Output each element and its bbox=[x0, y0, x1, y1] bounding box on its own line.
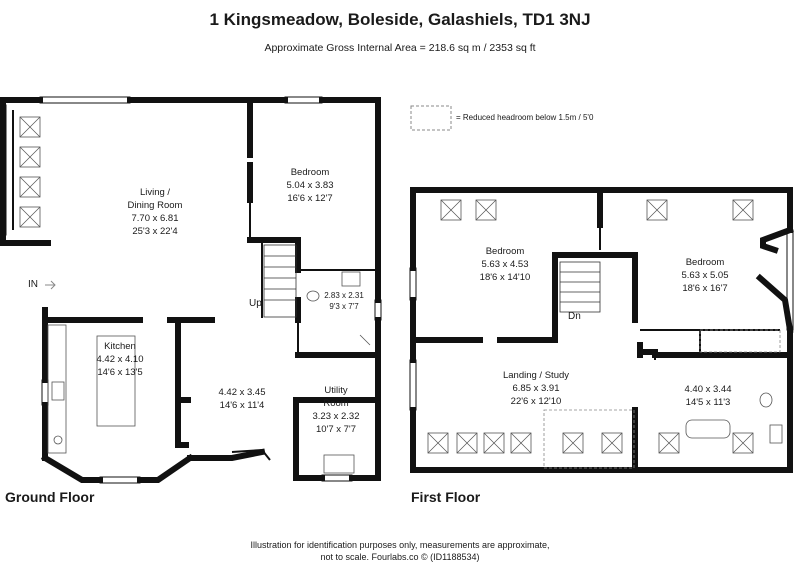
first-floor-label: First Floor bbox=[411, 489, 481, 505]
room-imperial: 14'6 x 13'5 bbox=[97, 367, 143, 378]
wc-fixtures bbox=[306, 271, 371, 474]
room-ground-wc: 2.83 x 2.31 9'3 x 7'7 bbox=[314, 291, 374, 312]
room-name-line1: Living / bbox=[139, 187, 171, 198]
disclaimer-line2: not to scale. Fourlabs.co © (ID1188534) bbox=[320, 552, 480, 562]
stairs-down-label: Dn bbox=[568, 311, 581, 322]
plan-title: 1 Kingsmeadow, Boleside, Galashiels, TD1… bbox=[209, 10, 591, 29]
room-utility: Utility Room 3.23 x 2.32 10'7 x 7'7 bbox=[300, 384, 372, 436]
room-landing-study: Landing / Study 6.85 x 3.91 22'6 x 12'10 bbox=[476, 369, 596, 408]
ground-floor-walls bbox=[0, 97, 381, 483]
room-imperial: 18'6 x 14'10 bbox=[479, 272, 531, 283]
room-imperial: 10'7 x 7'7 bbox=[315, 424, 357, 435]
room-imperial: 14'6 x 11'4 bbox=[219, 400, 265, 411]
room-imperial: 9'3 x 7'7 bbox=[329, 301, 359, 311]
room-metric: 2.83 x 2.31 bbox=[324, 291, 364, 300]
room-imperial: 16'6 x 12'7 bbox=[287, 193, 333, 204]
room-name-line1: Utility bbox=[324, 385, 348, 396]
room-ground-hall: 4.42 x 3.45 14'6 x 11'4 bbox=[197, 386, 287, 412]
legend-swatch bbox=[410, 105, 452, 131]
room-metric: 6.85 x 3.91 bbox=[512, 383, 560, 394]
room-metric: 5.04 x 3.83 bbox=[286, 180, 334, 191]
room-first-bedroom-right: Bedroom 5.63 x 5.05 18'6 x 16'7 bbox=[655, 256, 755, 295]
room-metric: 3.23 x 2.32 bbox=[312, 411, 360, 422]
gross-area: Approximate Gross Internal Area = 218.6 … bbox=[264, 42, 536, 54]
ground-stairs bbox=[263, 244, 297, 318]
ground-floor-label: Ground Floor bbox=[5, 489, 95, 505]
room-name-line2: Dining Room bbox=[127, 200, 183, 211]
room-metric: 4.40 x 3.44 bbox=[684, 384, 732, 395]
legend-label: = Reduced headroom below 1.5m / 5'0 bbox=[456, 113, 594, 122]
room-metric: 5.63 x 5.05 bbox=[681, 270, 729, 281]
room-name-line2: Room bbox=[323, 398, 349, 409]
room-name: Bedroom bbox=[685, 257, 725, 268]
entrance-label: IN bbox=[28, 279, 38, 290]
room-metric: 5.63 x 4.53 bbox=[481, 259, 529, 270]
room-metric: 4.42 x 3.45 bbox=[218, 387, 266, 398]
room-name: Kitchen bbox=[104, 341, 136, 352]
room-kitchen: Kitchen 4.42 x 4.10 14'6 x 13'5 bbox=[70, 340, 170, 379]
room-imperial: 25'3 x 22'4 bbox=[132, 226, 178, 237]
kitchen-units bbox=[47, 324, 136, 454]
room-name: Bedroom bbox=[290, 167, 330, 178]
room-first-bedroom-left: Bedroom 5.63 x 4.53 18'6 x 14'10 bbox=[455, 245, 555, 284]
room-imperial: 22'6 x 12'10 bbox=[510, 396, 562, 407]
room-name: Landing / Study bbox=[502, 370, 570, 381]
room-metric: 7.70 x 6.81 bbox=[131, 213, 179, 224]
room-ground-bedroom: Bedroom 5.04 x 3.83 16'6 x 12'7 bbox=[260, 166, 360, 205]
bathroom-fixtures bbox=[685, 392, 783, 444]
first-stairs bbox=[559, 261, 601, 313]
disclaimer-line1: Illustration for identification purposes… bbox=[250, 540, 550, 550]
first-floor-walls bbox=[410, 187, 794, 473]
room-metric: 4.42 x 4.10 bbox=[96, 354, 144, 365]
room-living-dining: Living / Dining Room 7.70 x 6.81 25'3 x … bbox=[95, 186, 215, 238]
room-name: Bedroom bbox=[485, 246, 525, 257]
room-imperial: 14'5 x 11'3 bbox=[685, 397, 731, 408]
room-imperial: 18'6 x 16'7 bbox=[682, 283, 728, 294]
room-first-bathroom: 4.40 x 3.44 14'5 x 11'3 bbox=[663, 383, 753, 409]
stairs-up-label: Up bbox=[249, 298, 262, 309]
